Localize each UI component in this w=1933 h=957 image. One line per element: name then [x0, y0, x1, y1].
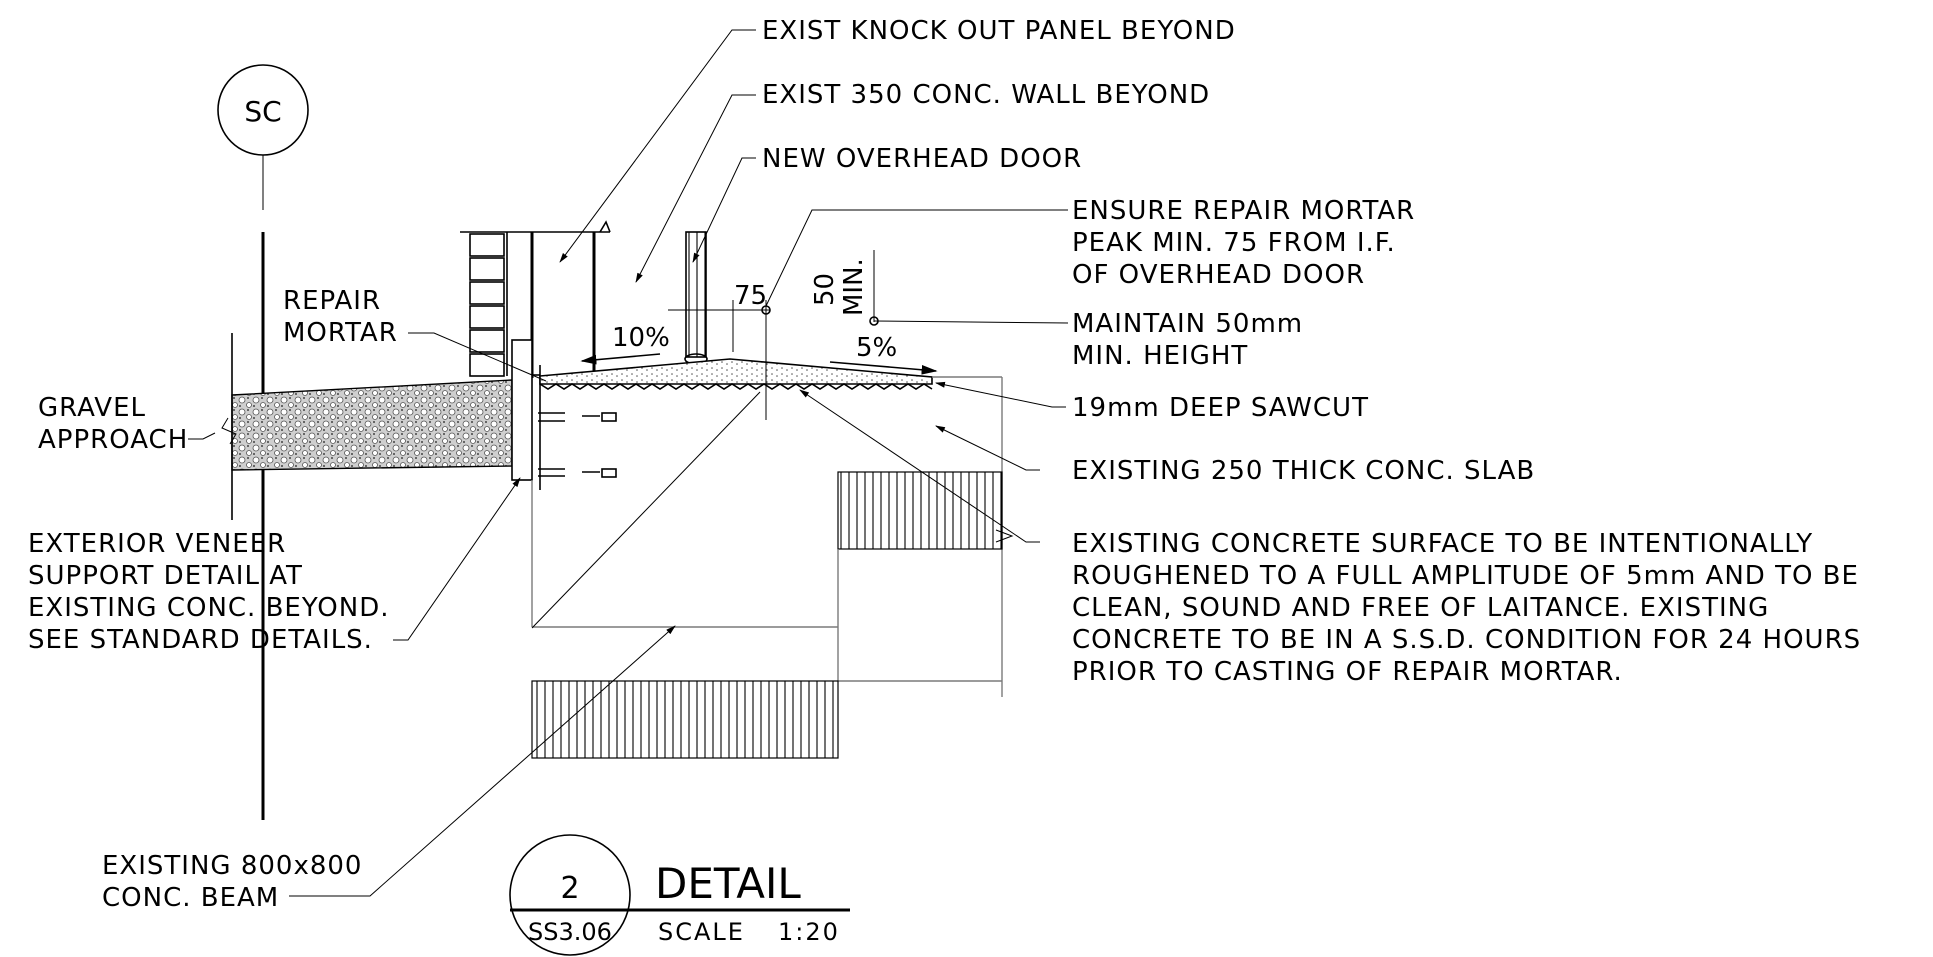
overhead-door	[684, 231, 708, 365]
grid-bubble: SC	[217, 64, 309, 820]
grid-bubble-label: SC	[244, 95, 281, 128]
dimension-min: MIN.	[839, 258, 869, 316]
label-repair-line-1: REPAIR	[283, 286, 381, 316]
label-ensure-line-1: ENSURE REPAIR MORTAR	[1072, 196, 1415, 226]
detail-sheet-ref: SS3.06	[528, 918, 612, 946]
dimension-75: 75	[734, 281, 767, 311]
label-overhead-door: NEW OVERHEAD DOOR	[762, 144, 1082, 174]
label-ensure-line-2: PEAK MIN. 75 FROM I.F.	[1072, 228, 1396, 258]
detail-number: 2	[560, 871, 579, 906]
label-surface-line-5: PRIOR TO CASTING OF REPAIR MORTAR.	[1072, 657, 1623, 687]
label-ensure-line-3: OF OVERHEAD DOOR	[1072, 260, 1365, 290]
gravel-approach	[221, 333, 513, 520]
dimension-group: 75 50 MIN. 10% 5%	[580, 250, 938, 420]
concrete-wall	[530, 220, 611, 378]
label-maintain-line-2: MIN. HEIGHT	[1072, 341, 1248, 371]
label-surface-line-1: EXISTING CONCRETE SURFACE TO BE INTENTIO…	[1072, 529, 1813, 559]
detail-scale-value: 1:20	[778, 918, 840, 946]
label-concrete-wall: EXIST 350 CONC. WALL BEYOND	[762, 80, 1210, 110]
existing-slab-and-beam	[531, 376, 1014, 759]
label-knock-out-panel: EXIST KNOCK OUT PANEL BEYOND	[762, 16, 1236, 46]
label-repair-line-2: MORTAR	[283, 318, 398, 348]
label-beam-line-1: EXISTING 800x800	[102, 851, 362, 881]
label-beam-line-2: CONC. BEAM	[102, 883, 279, 913]
label-gravel-line-1: GRAVEL	[38, 393, 146, 423]
label-existing-slab: EXISTING 250 THICK CONC. SLAB	[1072, 456, 1535, 486]
label-veneer-line-2: SUPPORT DETAIL AT	[28, 561, 303, 591]
label-surface-line-3: CLEAN, SOUND AND FREE OF LAITANCE. EXIST…	[1072, 593, 1769, 623]
leader-lines	[188, 29, 1069, 897]
annotation-labels: EXIST KNOCK OUT PANEL BEYOND EXIST 350 C…	[28, 16, 1861, 913]
masonry-veneer	[460, 231, 610, 377]
dimension-50: 50	[810, 273, 840, 306]
veneer-support-angle	[511, 339, 617, 490]
label-gravel-line-2: APPROACH	[38, 425, 188, 455]
label-surface-line-4: CONCRETE TO BE IN A S.S.D. CONDITION FOR…	[1072, 625, 1861, 655]
label-maintain-line-1: MAINTAIN 50mm	[1072, 309, 1303, 339]
label-veneer-line-4: SEE STANDARD DETAILS.	[28, 625, 373, 655]
slope-5: 5%	[856, 333, 897, 363]
detail-title: DETAIL	[655, 859, 801, 908]
repair-mortar-topping	[539, 358, 933, 390]
label-surface-line-2: ROUGHENED TO A FULL AMPLITUDE OF 5mm AND…	[1072, 561, 1859, 591]
detail-title-block: 2 SS3.06 DETAIL SCALE 1:20	[509, 834, 850, 956]
label-veneer-line-3: EXISTING CONC. BEYOND.	[28, 593, 390, 623]
label-veneer-line-1: EXTERIOR VENEER	[28, 529, 286, 559]
detail-scale-label: SCALE	[658, 918, 745, 946]
label-sawcut: 19mm DEEP SAWCUT	[1072, 393, 1369, 423]
slope-10: 10%	[612, 323, 670, 353]
